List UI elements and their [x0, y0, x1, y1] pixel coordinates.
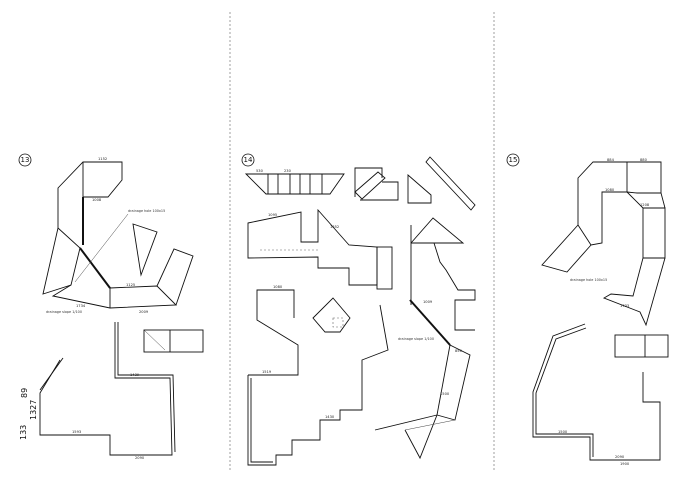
- dimension-label: 1080: [605, 188, 615, 192]
- dimension-label: 133: [19, 425, 28, 440]
- dimension-label: 1080: [273, 285, 283, 289]
- section-number: 13: [21, 156, 30, 164]
- dimension-label: 1095: [268, 213, 277, 217]
- section-number: 14: [244, 156, 253, 164]
- dimension-label: 884: [607, 158, 615, 162]
- dimension-label: 1152: [98, 157, 107, 161]
- dimension-label: 2009: [139, 310, 149, 314]
- dimension-label: 880: [640, 158, 648, 162]
- dimension-label: 1439: [130, 373, 140, 377]
- dimension-label: 1500: [558, 430, 568, 434]
- dimension-label: 1734: [76, 304, 86, 308]
- dimension-label: 1652: [330, 225, 339, 229]
- section-13: 13 drainage hole 100x15 drainage slope 1…: [18, 153, 204, 460]
- section-15: 15 drainage hole 100x15 884 880 1080 120…: [506, 153, 669, 466]
- section-number: 15: [509, 156, 518, 164]
- dimension-label: 1900: [620, 462, 630, 466]
- section-number-badge: [18, 153, 32, 167]
- dimension-label: 850: [455, 349, 463, 353]
- dimension-label: 1500: [440, 392, 450, 396]
- section-number-badge: [506, 153, 520, 167]
- drainage-note: drainage hole 100x15: [128, 209, 165, 213]
- dimension-label: 230: [284, 169, 292, 173]
- dimension-label: 1208: [640, 203, 650, 207]
- dimension-label: 1733: [620, 304, 629, 308]
- dimension-label: 1327: [29, 400, 38, 420]
- dimension-label: 1593: [72, 430, 81, 434]
- section-14: 14 drainage slope 1/100 530 230 1095 165…: [241, 153, 476, 466]
- dimension-label: 1009: [423, 300, 433, 304]
- drainage-note: drainage hole 100x15: [570, 278, 607, 282]
- dimension-label: 1008: [92, 198, 102, 202]
- dimension-label: 1519: [262, 370, 272, 374]
- dimension-label: 2090: [135, 456, 145, 460]
- section-number-badge: [241, 153, 255, 167]
- dimension-label: 1430: [325, 415, 335, 419]
- dimension-label: 89: [20, 388, 29, 398]
- drainage-note: drainage slope 1/100: [398, 337, 434, 341]
- drainage-note: drainage slope 1/100: [46, 310, 82, 314]
- dimension-label: 2090: [615, 455, 625, 459]
- dimension-label: 530: [256, 169, 264, 173]
- dimension-label: 1125: [126, 283, 135, 287]
